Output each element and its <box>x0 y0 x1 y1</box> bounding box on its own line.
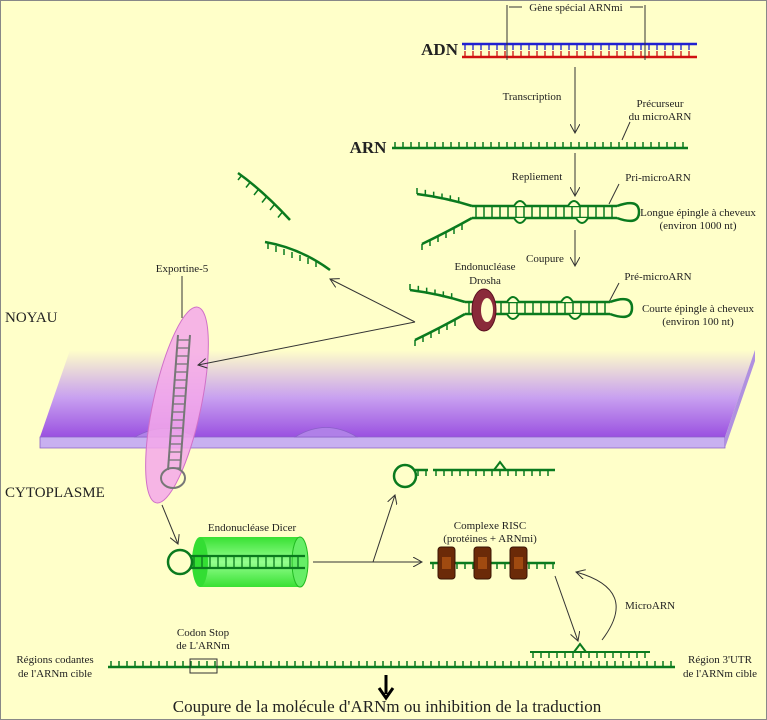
nuclear-pore <box>293 427 359 438</box>
exportin-5-shape <box>145 306 209 504</box>
exportin-label: Exportine-5 <box>156 263 209 275</box>
stop-codon-box <box>189 658 218 674</box>
risc-label-1: Complexe RISC <box>454 520 526 532</box>
exported-pre-mirna <box>160 334 191 489</box>
recycle-arrow <box>576 572 617 641</box>
transcription-label: Transcription <box>503 91 562 103</box>
discard-arrow <box>372 495 395 563</box>
utr-label-1: Région 3'UTR <box>688 654 753 666</box>
precursor-label-2: du microARN <box>629 111 692 123</box>
arrows <box>161 67 617 641</box>
coding-label-1: Régions codantes <box>16 654 93 666</box>
cytoplasm-label: CYTOPLASME <box>5 485 105 501</box>
pre-mirna-leader <box>608 282 620 303</box>
coding-label-2: de l'ARNm cible <box>18 668 92 680</box>
export-arrow <box>198 321 416 365</box>
fragment-arrow <box>330 279 416 323</box>
drosha-enzyme <box>471 288 497 332</box>
dna-label: ADN <box>421 40 459 59</box>
utr-label-2: de l'ARNm cible <box>683 668 757 680</box>
microarn-label: MicroARN <box>625 600 675 612</box>
short-hairpin-label-2: (environ 100 nt) <box>662 316 734 328</box>
long-hairpin-label-2: (environ 1000 nt) <box>660 220 737 232</box>
discarded-fragments <box>392 460 555 489</box>
pre-mirna-label: Pré-microARN <box>624 271 691 283</box>
pri-mirna-hairpin <box>416 188 641 250</box>
precursor-leader <box>621 121 631 141</box>
pri-mirna-label: Pri-microARN <box>625 172 690 184</box>
cleavage-label: Coupure <box>526 253 564 265</box>
drosha-label-1: Endonucléase <box>454 261 515 273</box>
rna-strand <box>392 142 688 150</box>
stop-label-2: de L'ARNm <box>176 640 230 652</box>
risc-complex <box>430 546 555 580</box>
to-dicer-arrow <box>161 504 178 544</box>
pre-mirna-hairpin <box>409 284 634 346</box>
cleaved-arms <box>237 171 331 272</box>
risc-label-2: (protéines + ARNmi) <box>443 533 537 545</box>
nucleus-label: NOYAU <box>5 310 58 326</box>
dna-double-strand <box>462 42 697 59</box>
rna-label: ARN <box>350 138 388 157</box>
dicer-label: Endonucléase Dicer <box>208 522 297 534</box>
dicer-substrate <box>166 548 305 576</box>
outcome-arrow <box>377 675 395 701</box>
outcome-label: Coupure de la molécule d'ARNm ou inhibit… <box>173 697 602 716</box>
drosha-label-2: Drosha <box>469 275 501 287</box>
target-mrna <box>108 642 675 669</box>
folding-label: Repliement <box>512 171 563 183</box>
precursor-label-1: Précurseur <box>636 98 683 110</box>
gene-label: Gène spécial ARNmi <box>529 2 622 14</box>
stop-label-1: Codon Stop <box>177 627 230 639</box>
long-hairpin-label-1: Longue épingle à cheveux <box>640 207 756 219</box>
nuclear-membrane <box>39 350 755 449</box>
short-hairpin-label-1: Courte épingle à cheveux <box>642 303 755 315</box>
target-arrow <box>554 575 578 641</box>
pri-mirna-leader <box>608 183 620 205</box>
